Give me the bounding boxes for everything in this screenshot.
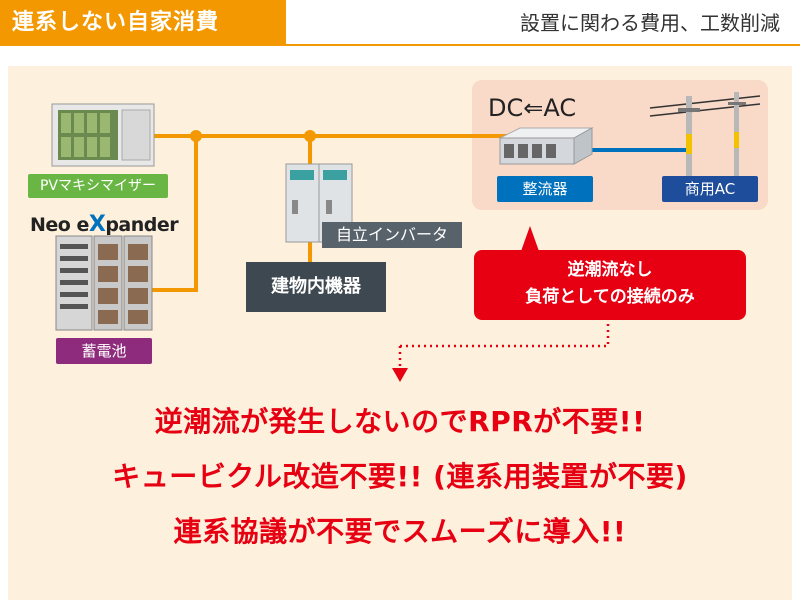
rectifier-label: 整流器 bbox=[497, 176, 593, 202]
neo-expander-logo: Neo eXpander bbox=[30, 212, 179, 237]
commercial-ac-label: 商用AC bbox=[662, 176, 758, 202]
pv-maximizer-label: PVマキシマイザー bbox=[28, 174, 168, 198]
callout-line-1: 逆潮流なし bbox=[567, 260, 653, 280]
rectifier-icon bbox=[499, 127, 594, 165]
battery-label: 蓄電池 bbox=[56, 338, 152, 364]
page-subtitle: 設置に関わる費用、工数削減 bbox=[520, 11, 780, 35]
junction-dot-2 bbox=[304, 130, 316, 142]
junction-dot-1 bbox=[190, 130, 202, 142]
page-title: 連系しない自家消費 bbox=[0, 0, 286, 46]
message-no-cubicle-mod: キュービクル改造不要!! (連系用装置が不要) bbox=[112, 460, 688, 493]
inverter-label: 自立インバータ bbox=[322, 222, 462, 248]
message-no-rpr: 逆潮流が発生しないのでRPRが不要!! bbox=[154, 405, 646, 438]
dc-ac-label: DC⇐AC bbox=[488, 94, 577, 122]
battery-rack-icon bbox=[55, 235, 153, 331]
header-divider bbox=[0, 44, 800, 46]
pv-maximizer-icon bbox=[51, 103, 155, 167]
callout-box: 逆潮流なし 負荷としての接続のみ bbox=[474, 250, 746, 320]
callout-line-2: 負荷としての接続のみ bbox=[525, 287, 695, 307]
arrow-head-icon bbox=[392, 368, 408, 382]
message-smooth-install: 連系協議が不要でスムーズに導入!! bbox=[173, 515, 627, 548]
building-equipment-label: 建物内機器 bbox=[246, 262, 386, 312]
callout-pointer bbox=[520, 226, 540, 254]
dotted-arrow bbox=[398, 324, 610, 368]
utility-pole-icon bbox=[649, 92, 761, 176]
